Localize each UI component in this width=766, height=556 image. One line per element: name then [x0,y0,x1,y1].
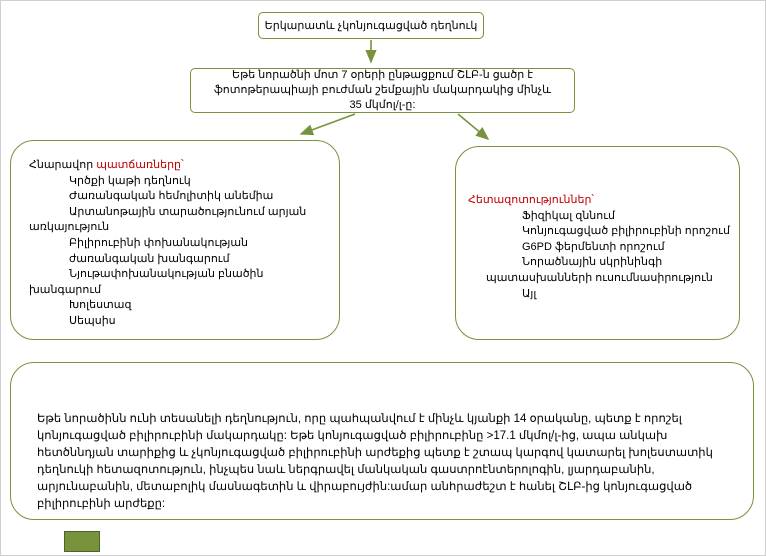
investigations-node: Հետազոտություններ՝ Ֆիզիկալ զննում Կոնյու… [455,146,740,340]
causes-line: Խոլեստազ [69,299,132,312]
investigations-line: Կոնյուգացված բիլիրուբինի որոշում [522,225,730,238]
green-rectangle [64,531,100,552]
causes-line: ժառանգական խանգարում [69,252,230,265]
investigations-line: Նորածնային սկրինինգի [522,256,663,269]
causes-heading-prefix: Հնարավոր [29,159,97,171]
note-text: Եթե նորածինն ունի տեսանելի դեղնություն, … [37,413,713,510]
causes-line: խանգարում [29,283,102,296]
start-node: Երկարատև չկոնյուգացված դեղնուկ [258,12,484,39]
investigations-line: Այլ [522,287,537,300]
causes-heading: Հնարավոր պատճառները՝ [11,158,339,174]
causes-line: Կրծքի կաթի դեղնուկ [69,174,191,187]
start-node-label: Երկարատև չկոնյուգացված դեղնուկ [264,20,478,32]
causes-line: Նյութափոխանակության բնածին [69,268,264,281]
causes-line: Ժառանգական հեմոլիտիկ անեմիա [69,190,274,203]
investigations-line: G6PD ֆերմենտի որոշում [522,240,665,253]
causes-heading-emphasis: պատճառները՝ [96,159,184,171]
investigations-line: Ֆիզիկալ զննում [522,209,615,222]
causes-node: Հնարավոր պատճառները՝ Կրծքի կաթի դեղնուկ … [10,140,340,340]
causes-line: Արտանոթային տարածությունում արյան [69,205,307,218]
condition-node: Եթե նորածնի մոտ 7 օրերի ընթացքում ՇԼԲ-ն … [190,68,575,113]
investigations-line: պատասխանների ուսումնասիրություն [486,271,713,284]
condition-node-label: Եթե նորածնի մոտ 7 օրերի ընթացքում ՇԼԲ-ն … [213,69,552,111]
causes-line: Սեպսիս [69,314,116,327]
causes-line: Բիլիրուբինի փոխանակության [69,236,249,249]
investigations-heading: Հետազոտություններ՝ [468,194,595,206]
causes-line: առկայություն [29,221,110,234]
note-node: Եթե նորածինն ունի տեսանելի դեղնություն, … [10,362,754,520]
